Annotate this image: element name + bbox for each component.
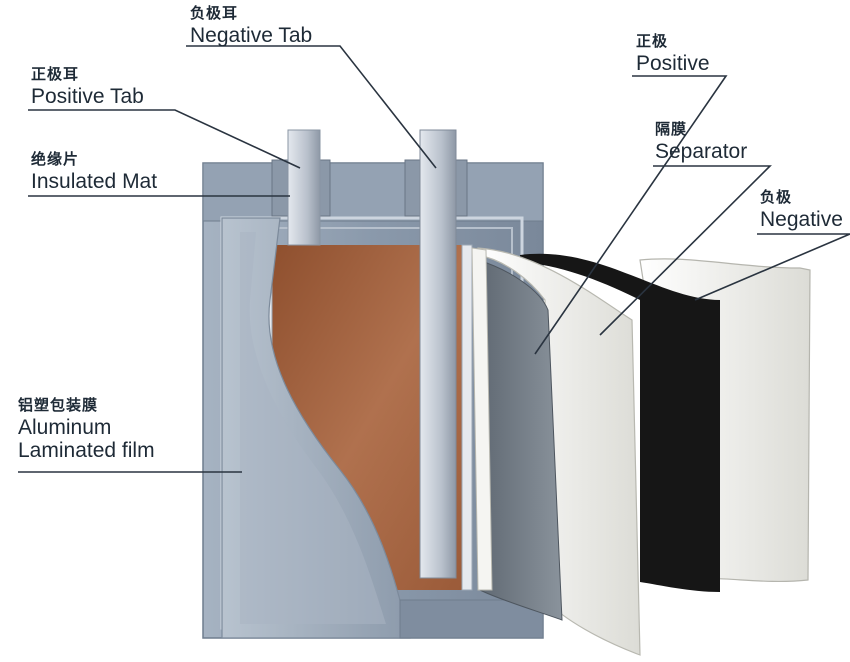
negative-tab-label: 负极耳 Negative Tab [190, 4, 313, 47]
top-seal [202, 162, 544, 222]
leader-separator [599, 165, 772, 336]
negative-en: Negative [760, 208, 843, 231]
insulated-mat-cn: 绝缘片 [31, 150, 80, 168]
negative-tab-en: Negative Tab [190, 24, 313, 47]
aluminum-film-en-2: Laminated film [18, 439, 155, 462]
leader-positive-tab [28, 109, 301, 169]
positive-cn: 正极 [636, 32, 669, 50]
aluminum-film-cn: 铝塑包装膜 [18, 396, 99, 414]
positive-label: 正极 Positive [636, 32, 710, 75]
positive-tab-en: Positive Tab [31, 85, 144, 108]
negative-label: 负极 Negative [760, 188, 843, 231]
leader-negative-tab [186, 45, 437, 169]
negative-cn: 负极 [760, 188, 793, 206]
insulated-mat-label: 绝缘片 Insulated Mat [31, 150, 158, 193]
positive-tab [287, 129, 321, 246]
positive-layer [477, 259, 563, 621]
negative-tab-cn: 负极耳 [190, 4, 239, 22]
insulated-mat-en: Insulated Mat [31, 170, 158, 193]
separator-en: Separator [655, 140, 748, 163]
separator-layer [477, 247, 641, 656]
separator-cn: 隔膜 [655, 120, 688, 138]
leader-negative [694, 233, 850, 301]
negative-layer [520, 253, 720, 592]
positive-en: Positive [636, 52, 710, 75]
positive-tab-label: 正极耳 Positive Tab [31, 65, 144, 108]
leader-lines [18, 45, 850, 473]
aluminum-film-en-1: Aluminum [18, 416, 112, 439]
aluminum-film-label: 铝塑包装膜 Aluminum Laminated film [18, 396, 155, 462]
positive-tab-cn: 正极耳 [31, 65, 80, 83]
separator-label: 隔膜 Separator [655, 120, 748, 163]
leader-positive [534, 75, 728, 355]
negative-tab [419, 129, 457, 579]
